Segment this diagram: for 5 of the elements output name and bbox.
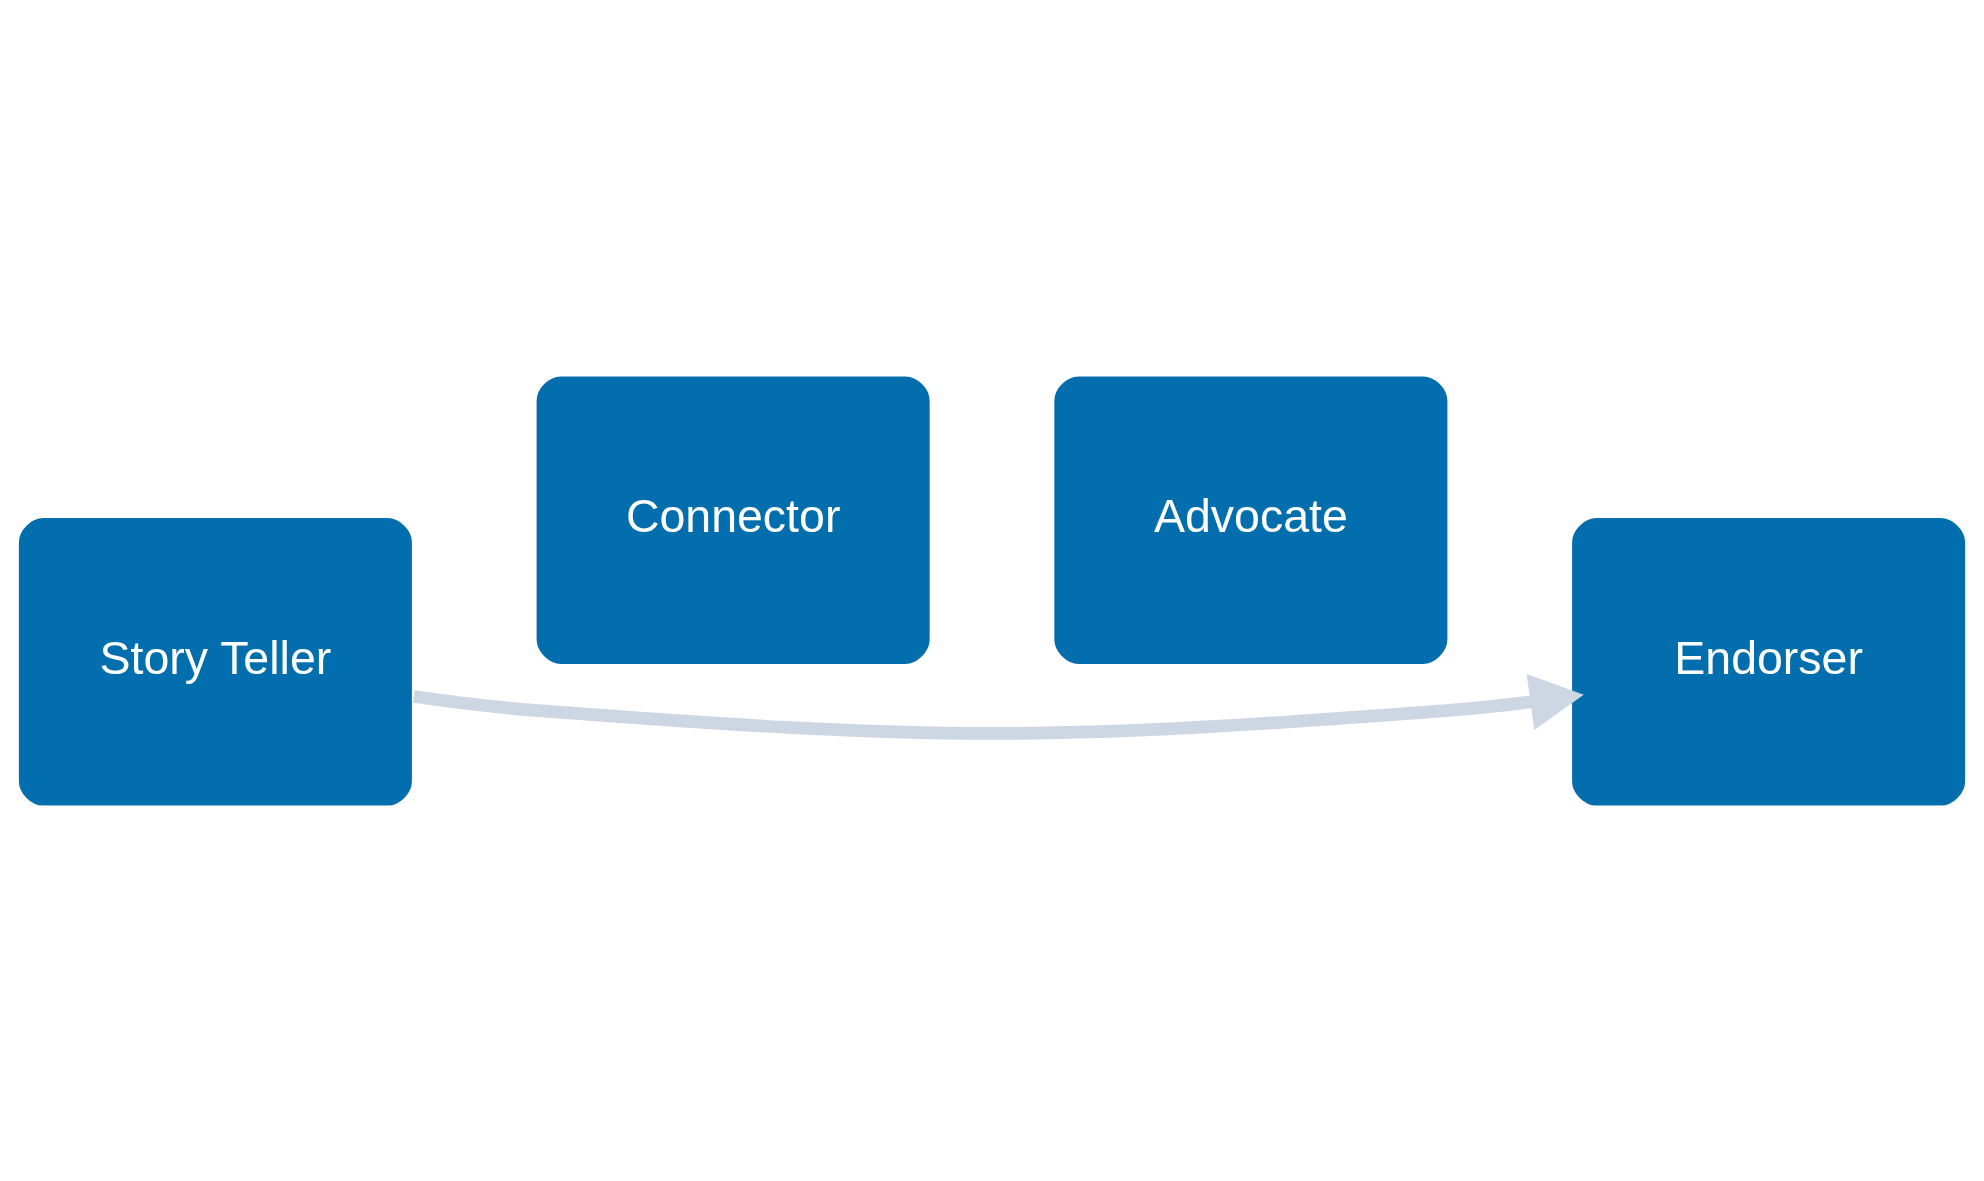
- node-box: Advocate: [1052, 373, 1450, 666]
- node-box: Connector: [534, 373, 932, 666]
- arrow: [412, 673, 1584, 740]
- node-box: Story Teller: [16, 515, 415, 808]
- node-box: Endorser: [1569, 515, 1968, 808]
